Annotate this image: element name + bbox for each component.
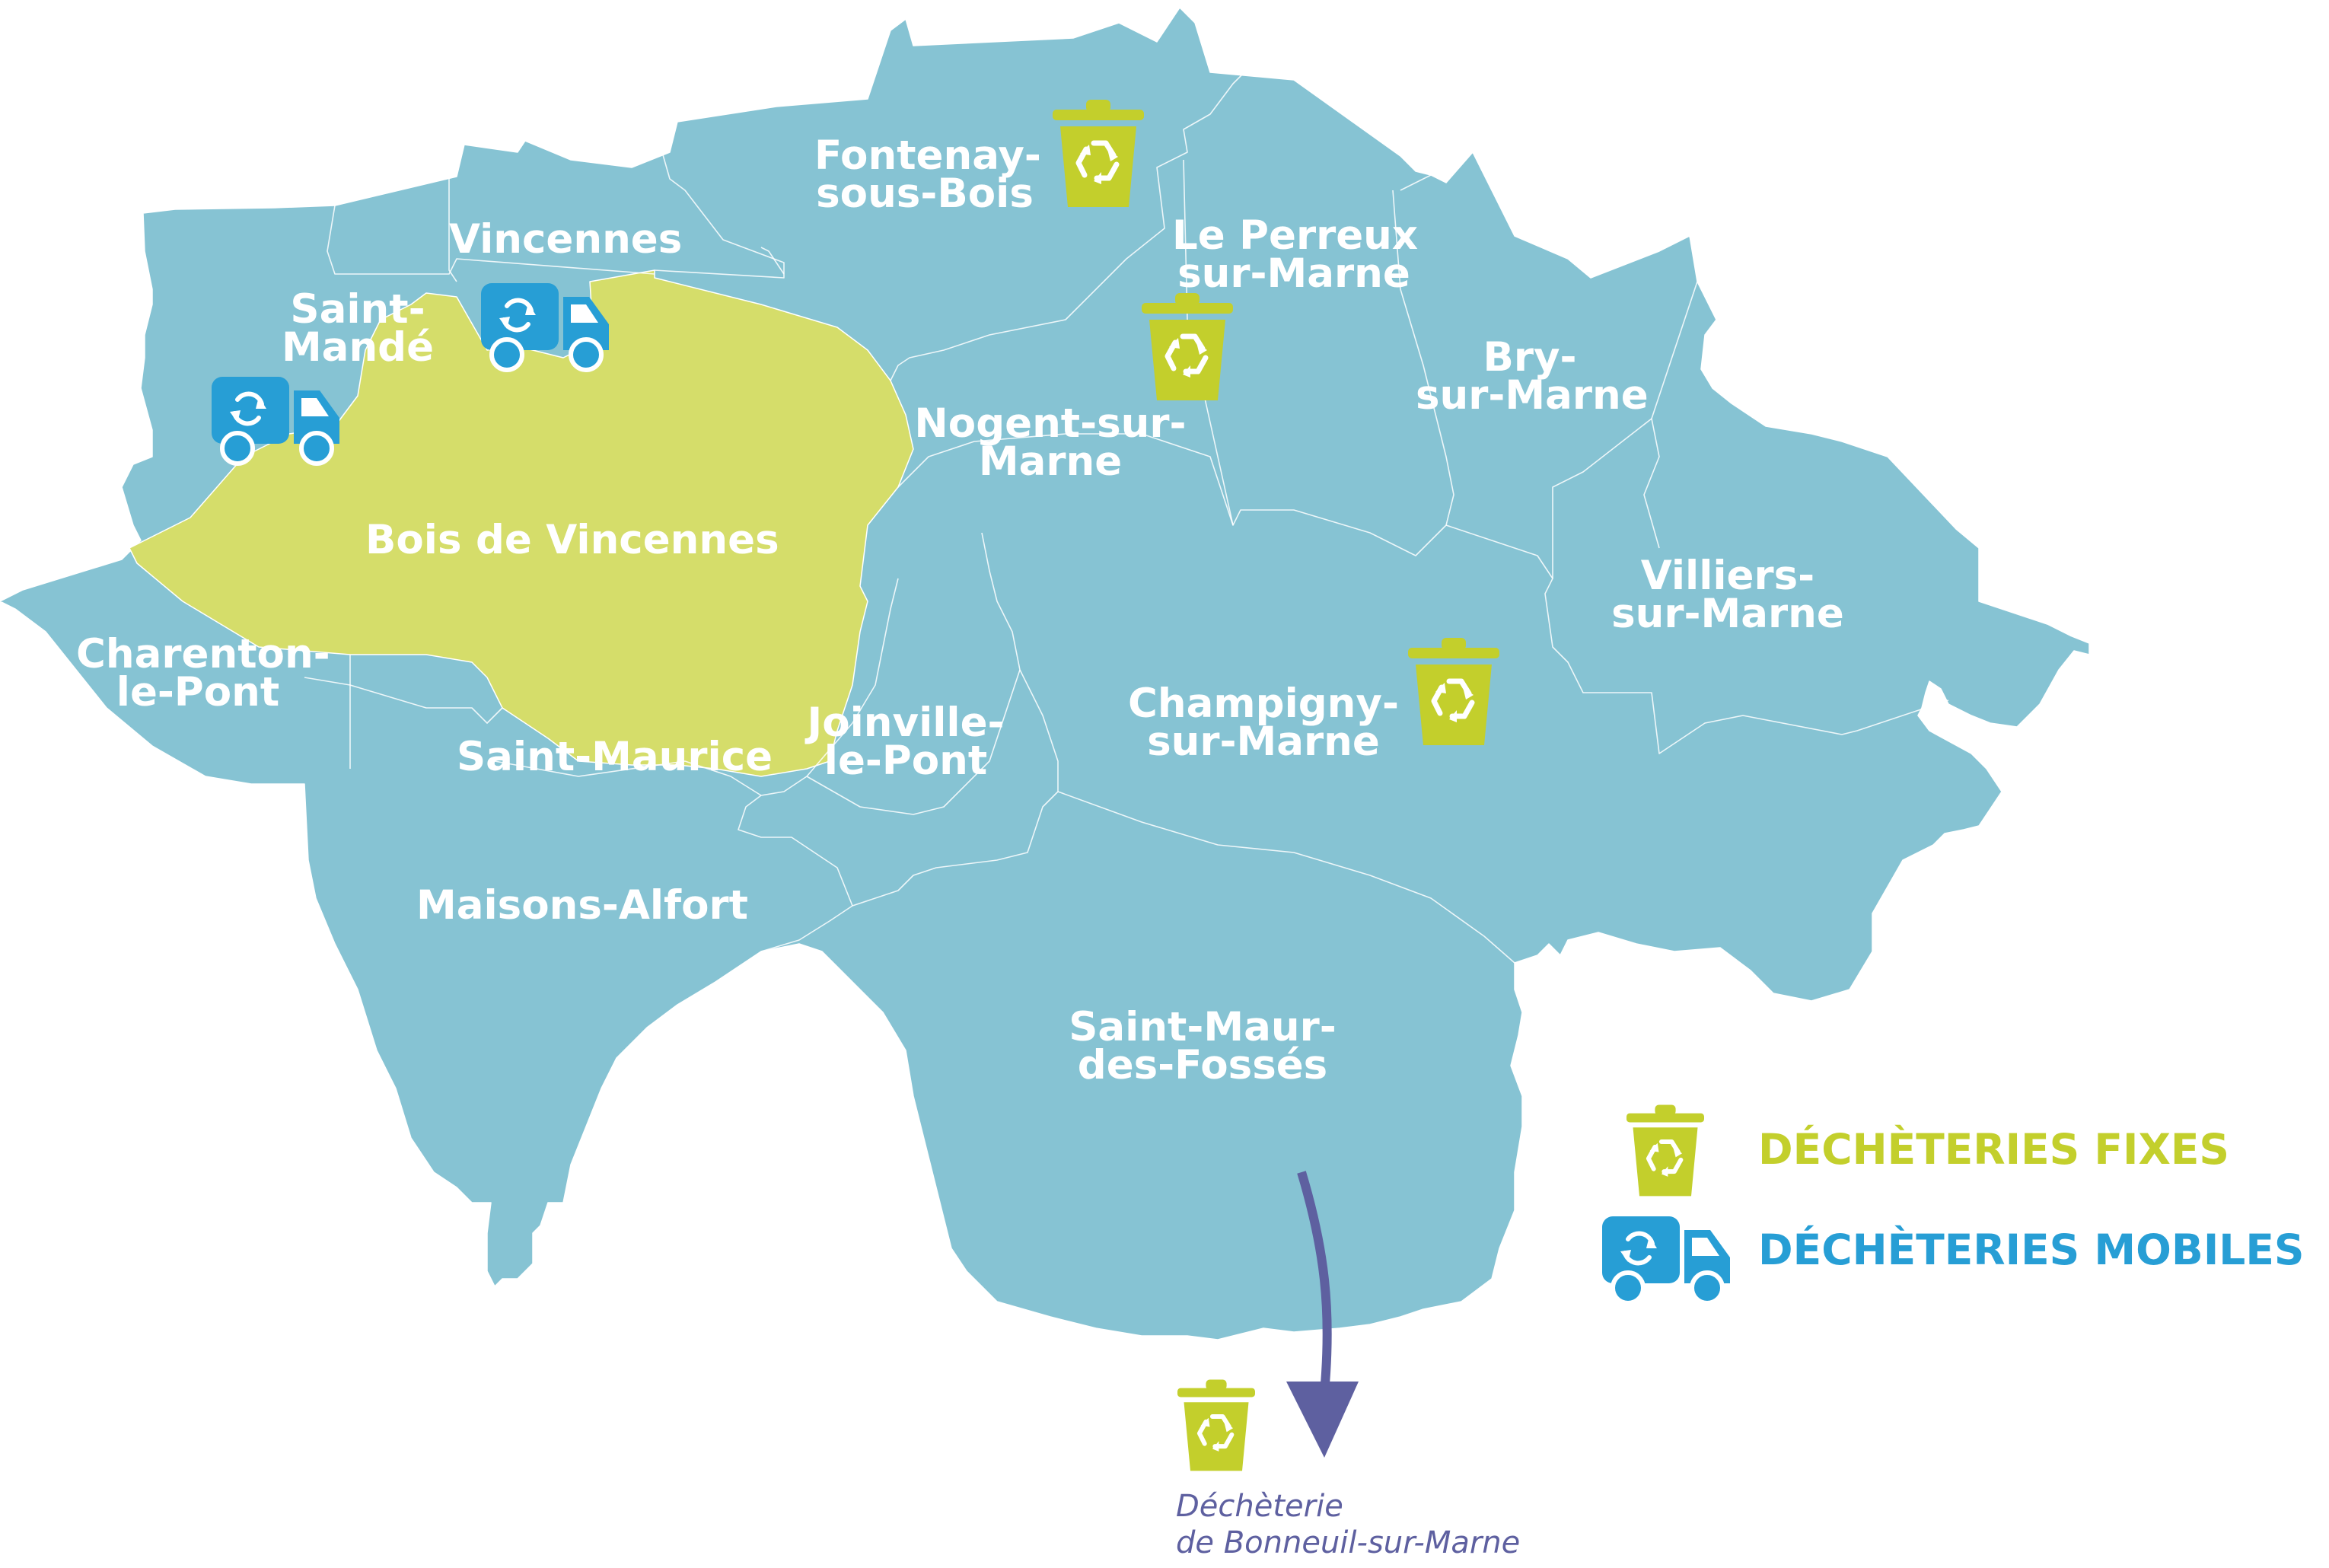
label-vincennes: Vincennes xyxy=(449,216,683,263)
bonneuil-caption: Déchèterie de Bonneuil-sur-Marne xyxy=(1176,1489,1521,1560)
legend-fixed-label: DÉCHÈTERIES FIXES xyxy=(1758,1125,2230,1174)
label-charenton: Charenton-le-Pont xyxy=(76,631,330,715)
legend-recycling-truck-icon xyxy=(1602,1216,1730,1303)
label-bry: Bry-sur-Marne xyxy=(1416,334,1649,419)
label-saint-maurice: Saint-Maurice xyxy=(457,734,773,780)
label-champigny: Champigny-sur-Marne xyxy=(1128,680,1399,765)
label-nogent: Nogent-sur-Marne xyxy=(914,400,1187,485)
legend-mobile-label: DÉCHÈTERIES MOBILES xyxy=(1758,1225,2305,1274)
legend-recycling-bin-icon xyxy=(1626,1105,1704,1197)
label-fontenay: Fontenay-sous-Bois xyxy=(814,132,1041,217)
bonneuil-arrow xyxy=(1286,1171,1359,1458)
label-villiers: Villiers-sur-Marne xyxy=(1611,553,1844,637)
label-saint-mande: Saint-Mandé xyxy=(281,286,435,371)
label-maisons-alfort: Maisons-Alfort xyxy=(416,882,749,929)
label-saint-maur: Saint-Maur-des-Fossés xyxy=(1069,1004,1337,1088)
bois-de-vincennes-area xyxy=(129,269,914,777)
label-bois-de-vincennes: Bois de Vincennes xyxy=(365,517,779,563)
recycling-bin-icon xyxy=(1177,1380,1255,1471)
label-joinville: Joinville-le-Pont xyxy=(807,700,1005,784)
